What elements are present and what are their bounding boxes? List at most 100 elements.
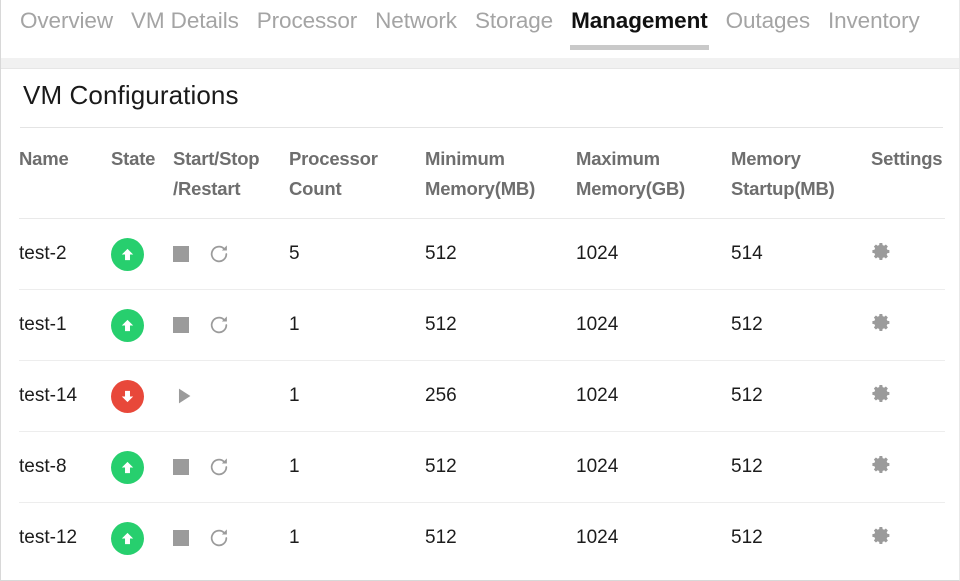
tab-inventory[interactable]: Inventory	[819, 0, 929, 37]
memory-startup-cell: 512	[731, 527, 763, 549]
tab-management[interactable]: Management	[562, 0, 717, 50]
action-button-group	[173, 385, 289, 407]
stop-icon[interactable]	[173, 530, 189, 547]
restart-icon[interactable]	[208, 527, 230, 549]
vm-state-cell	[111, 431, 173, 503]
tab-processor[interactable]: Processor	[248, 0, 366, 37]
maximum-memory-cell: 1024	[576, 289, 731, 361]
minimum-memory-cell: 512	[425, 527, 457, 549]
column-header-line: Maximum	[576, 148, 660, 169]
memory-startup-cell: 514	[731, 218, 871, 290]
minimum-memory-cell: 512	[425, 218, 576, 290]
title-divider	[20, 127, 943, 128]
memory-startup-cell: 512	[731, 431, 871, 503]
column-header-line: Memory	[731, 148, 801, 169]
processor-count-cell: 5	[289, 218, 425, 290]
tab-network[interactable]: Network	[366, 0, 466, 37]
gear-icon[interactable]	[871, 525, 892, 546]
processor-count-cell: 1	[289, 527, 300, 549]
column-header-line: Settings	[871, 148, 943, 169]
arrow-up-circle-icon[interactable]	[111, 308, 144, 342]
vm-name-cell: test-2	[19, 218, 111, 290]
column-header-line: Minimum	[425, 148, 505, 169]
settings-cell	[871, 289, 945, 361]
column-header-name[interactable]: Name	[19, 128, 111, 219]
restart-icon[interactable]	[208, 456, 230, 478]
maximum-memory-cell: 1024	[576, 360, 731, 432]
memory-startup-cell: 512	[731, 289, 871, 361]
vm-state-cell	[111, 503, 173, 574]
tabbar-separator	[1, 58, 959, 69]
column-header-state[interactable]: State	[111, 128, 173, 219]
minimum-memory-cell: 512	[425, 289, 576, 361]
column-header-line: Start/Stop	[173, 148, 260, 169]
action-button-group	[173, 314, 289, 336]
tab-outages[interactable]: Outages	[717, 0, 819, 37]
minimum-memory-cell: 256	[425, 360, 576, 432]
column-header-line: Processor	[289, 148, 378, 169]
arrow-down-circle-icon[interactable]	[111, 379, 144, 413]
stop-icon[interactable]	[173, 459, 189, 475]
stop-icon[interactable]	[173, 246, 189, 262]
vm-name-cell: test-8	[19, 431, 111, 503]
column-header-start-stop-restart[interactable]: Start/Stop/Restart	[173, 128, 289, 219]
vm-actions-cell	[173, 218, 289, 290]
arrow-up-circle-icon[interactable]	[111, 450, 144, 484]
vm-actions-cell	[173, 431, 289, 503]
column-header-line: Memory(MB)	[425, 178, 536, 199]
maximum-memory-cell: 1024	[576, 527, 619, 549]
settings-cell	[871, 360, 945, 432]
vm-actions-cell	[173, 289, 289, 361]
play-icon[interactable]	[173, 385, 195, 407]
column-header-settings[interactable]: Settings	[871, 128, 945, 219]
settings-cell	[871, 503, 945, 574]
processor-count-cell: 1	[289, 431, 425, 503]
vm-name-cell: test-1	[19, 289, 111, 361]
column-header-line: Startup(MB)	[731, 178, 835, 199]
maximum-memory-cell: 1024	[576, 218, 731, 290]
action-button-group	[173, 243, 289, 265]
gear-icon[interactable]	[871, 454, 892, 475]
processor-count-cell: 1	[289, 360, 425, 432]
page-title: VM Configurations	[23, 80, 239, 110]
restart-icon[interactable]	[208, 243, 230, 265]
action-button-group	[173, 527, 289, 549]
column-header-line: Name	[19, 148, 69, 169]
vm-name-cell: test-14	[19, 360, 111, 432]
vm-actions-cell	[173, 503, 289, 574]
arrow-up-circle-icon[interactable]	[111, 237, 144, 271]
stop-icon[interactable]	[173, 317, 189, 333]
vm-actions-cell	[173, 360, 289, 432]
tab-overview[interactable]: Overview	[11, 0, 122, 37]
gear-icon[interactable]	[871, 312, 892, 333]
restart-icon[interactable]	[208, 314, 230, 336]
tab-storage[interactable]: Storage	[466, 0, 562, 37]
column-header-line: /Restart	[173, 178, 241, 199]
column-header-line: Memory(GB)	[576, 178, 686, 199]
tab-vm-details[interactable]: VM Details	[122, 0, 248, 37]
minimum-memory-cell: 512	[425, 431, 576, 503]
memory-startup-cell: 512	[731, 360, 871, 432]
maximum-memory-cell: 1024	[576, 431, 731, 503]
vm-state-cell	[111, 289, 173, 361]
arrow-up-circle-icon[interactable]	[111, 521, 144, 555]
gear-icon[interactable]	[871, 383, 892, 404]
action-button-group	[173, 456, 289, 478]
gear-icon[interactable]	[871, 241, 892, 262]
